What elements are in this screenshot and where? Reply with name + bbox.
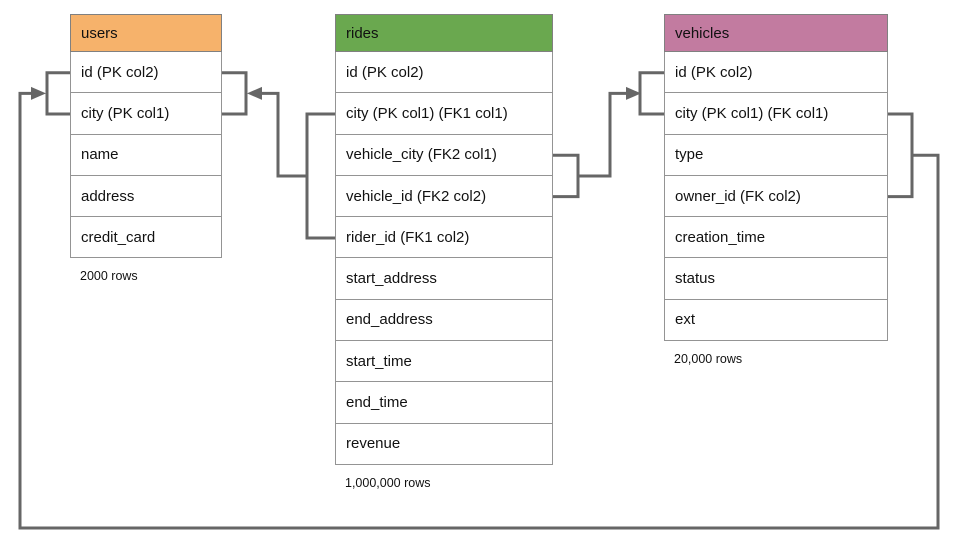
arrowhead-to-vehicles [626,86,641,100]
table-users-row-count: 2000 rows [80,269,138,284]
connector-rides-to-vehicles [553,71,664,199]
column-row: owner_id (FK col2) [664,175,888,218]
table-vehicles-row-count: 20,000 rows [674,352,743,367]
vehicles-left-bracket [638,71,664,116]
users-left-bracket [45,71,70,116]
table-vehicles: vehicles id (PK col2) city (PK col1) (FK… [664,14,888,367]
column-row: ext [664,299,888,342]
column-row: vehicle_id (FK2 col2) [335,175,553,218]
column-row: city (PK col1) (FK1 col1) [335,93,553,135]
table-rides-row-count: 1,000,000 rows [345,475,431,490]
table-vehicles-header: vehicles [664,14,888,52]
arrowhead-to-users-right [247,86,262,100]
column-row: start_address [335,258,553,300]
vehicles-right-bracket [888,112,914,199]
column-row: id (PK col2) [664,52,888,94]
users-right-bracket [222,71,248,116]
table-rides-header: rides [335,14,553,52]
column-row: start_time [335,341,553,383]
column-row: end_time [335,382,553,424]
column-row: end_address [335,299,553,342]
vehicles-users-loop [18,91,940,530]
column-row: city (PK col1) (FK col1) [664,93,888,135]
table-users-header: users [70,14,222,52]
column-row: id (PK col2) [335,52,553,94]
table-rides: rides id (PK col2) city (PK col1) (FK1 c… [335,14,553,490]
arrowhead-to-users-left [31,86,46,100]
column-row: city (PK col1) [70,93,222,135]
rides-right-bracket [553,153,580,199]
column-row: status [664,258,888,300]
column-row: id (PK col2) [70,52,222,94]
column-row: type [664,134,888,176]
column-row: name [70,134,222,176]
table-users: users id (PK col2) city (PK col1) name a… [70,14,222,284]
rides-vehicles-elbow [578,91,626,178]
rides-users-elbow [262,91,307,178]
column-row: creation_time [664,217,888,259]
connector-vehicles-to-users [18,71,940,530]
column-row: vehicle_city (FK2 col1) [335,134,553,176]
column-row: credit_card [70,217,222,259]
rides-left-bracket [305,112,335,240]
column-row: rider_id (FK1 col2) [335,217,553,259]
column-row: revenue [335,423,553,465]
connector-rides-to-users [222,71,335,240]
column-row: address [70,175,222,218]
